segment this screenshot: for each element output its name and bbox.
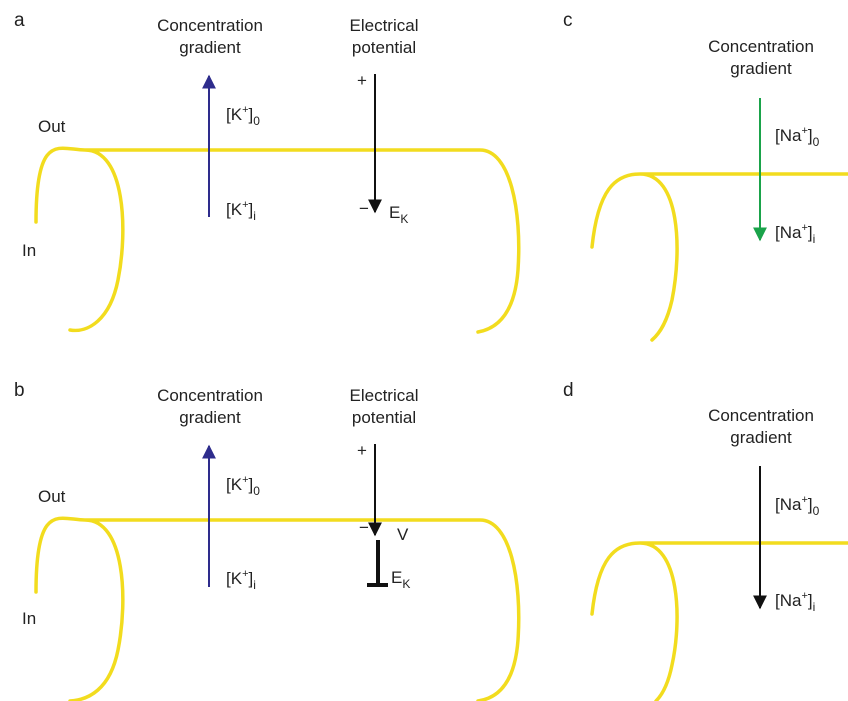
panel-d: d Concentration gradient [Na+]0 [Na+]i	[563, 380, 848, 701]
plus-sign-b: +	[357, 441, 367, 460]
panel-letter-c: c	[563, 10, 573, 31]
minus-sign-a: −	[359, 199, 369, 218]
in-label-a: In	[22, 241, 36, 260]
na-in-label-c: [Na+]i	[775, 222, 815, 246]
na-out-label-c: [Na+]0	[775, 125, 820, 149]
out-label-b: Out	[38, 487, 66, 506]
panel-letter-d: d	[563, 380, 574, 401]
electrical-label-a-line2: potential	[352, 38, 416, 57]
concentration-label-a-line2: gradient	[179, 38, 241, 57]
in-label-b: In	[22, 609, 36, 628]
electrical-label-a-line1: Electrical	[350, 16, 419, 35]
concentration-label-b-line2: gradient	[179, 408, 241, 427]
out-label-a: Out	[38, 117, 66, 136]
concentration-label-d-line1: Concentration	[708, 406, 814, 425]
ek-label-a: EK	[389, 203, 408, 226]
na-in-label-d: [Na+]i	[775, 590, 815, 614]
membrane-a	[36, 148, 519, 332]
panel-c: c Concentration gradient [Na+]0 [Na+]i	[563, 10, 848, 340]
panel-letter-b: b	[14, 380, 25, 401]
k-in-label-b: [K+]i	[226, 568, 256, 592]
v-label-b: V	[397, 525, 409, 544]
k-out-label-a: [K+]0	[226, 104, 260, 128]
electrical-label-b-line2: potential	[352, 408, 416, 427]
concentration-label-a-line1: Concentration	[157, 16, 263, 35]
membrane-c	[592, 174, 848, 340]
concentration-label-c-line2: gradient	[730, 59, 792, 78]
plus-sign-a: +	[357, 71, 367, 90]
concentration-label-b-line1: Concentration	[157, 386, 263, 405]
k-in-label-a: [K+]i	[226, 199, 256, 223]
k-out-label-b: [K+]0	[226, 474, 260, 498]
panel-b: b Out In Concentration gradient [K+]0 [K…	[14, 380, 519, 701]
ek-label-b: EK	[391, 568, 410, 591]
concentration-label-c-line1: Concentration	[708, 37, 814, 56]
electrical-label-b-line1: Electrical	[350, 386, 419, 405]
membrane-d	[592, 543, 848, 701]
panel-a: a Out In Concentration gradient [K+]0 [K…	[14, 10, 519, 332]
minus-sign-b: −	[359, 518, 369, 537]
na-out-label-d: [Na+]0	[775, 494, 820, 518]
concentration-label-d-line2: gradient	[730, 428, 792, 447]
membrane-b	[36, 518, 519, 701]
panel-letter-a: a	[14, 10, 25, 31]
